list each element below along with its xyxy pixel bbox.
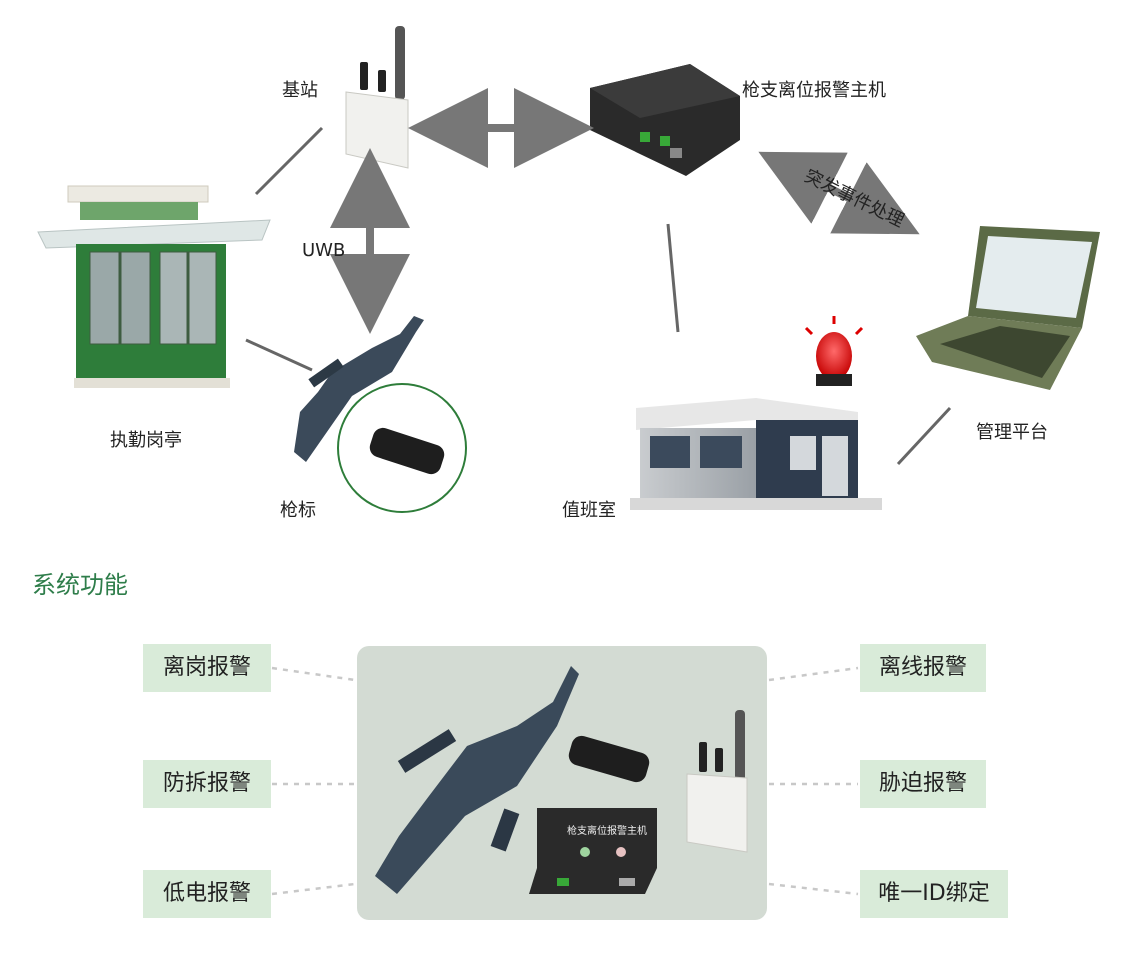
connector-left-1: [271, 666, 356, 682]
label-base-station: 基站: [282, 80, 318, 101]
label-uwb: UWB: [302, 240, 346, 261]
edge-sentry-gun: [245, 338, 313, 372]
panel-host-illustration: [529, 808, 657, 894]
connector-right-1: [768, 666, 859, 682]
panel-host-label: 枪支离位报警主机: [567, 826, 647, 837]
label-gun-tag: 枪标: [280, 500, 316, 521]
laptop-illustration: [916, 226, 1100, 390]
function-lowbattery-alarm: 低电报警: [143, 870, 271, 918]
connector-left-3: [271, 882, 356, 896]
connection-lines: [245, 126, 952, 466]
panel-gun-illustration: [375, 666, 579, 894]
edge-duty-platform: [896, 406, 952, 466]
label-alarm-host: 枪支离位报警主机: [742, 80, 886, 101]
label-sentry-box: 执勤岗亭: [110, 430, 182, 451]
panel-base-station-illustration: [686, 710, 748, 853]
edge-sentry-base: [254, 126, 324, 196]
function-unique-id-binding: 唯一ID绑定: [860, 870, 1008, 918]
double-arrows: [330, 88, 920, 334]
function-tamper-alarm: 防拆报警: [143, 760, 271, 808]
label-management-platform: 管理平台: [976, 422, 1048, 443]
panel-tag-illustration: [568, 735, 650, 783]
product-illustration: [375, 666, 748, 894]
alarm-host-illustration: [590, 64, 740, 176]
sentry-box-illustration: [37, 185, 271, 388]
function-offpost-alarm: 离岗报警: [143, 644, 271, 692]
product-panel: 枪支离位报警主机: [357, 646, 767, 920]
function-duress-alarm: 胁迫报警: [860, 760, 986, 808]
base-station-illustration: [345, 26, 409, 169]
siren-illustration: [804, 316, 864, 386]
connector-right-3: [768, 882, 859, 896]
function-connectors: [271, 666, 859, 896]
duty-room-illustration: [630, 398, 882, 510]
arrow-emergency: [758, 151, 920, 235]
function-offline-alarm: 离线报警: [860, 644, 986, 692]
gun-illustration: [294, 316, 467, 513]
edge-host-duty: [666, 223, 680, 333]
section-title: 系统功能: [32, 571, 128, 599]
label-duty-room: 值班室: [562, 500, 616, 521]
